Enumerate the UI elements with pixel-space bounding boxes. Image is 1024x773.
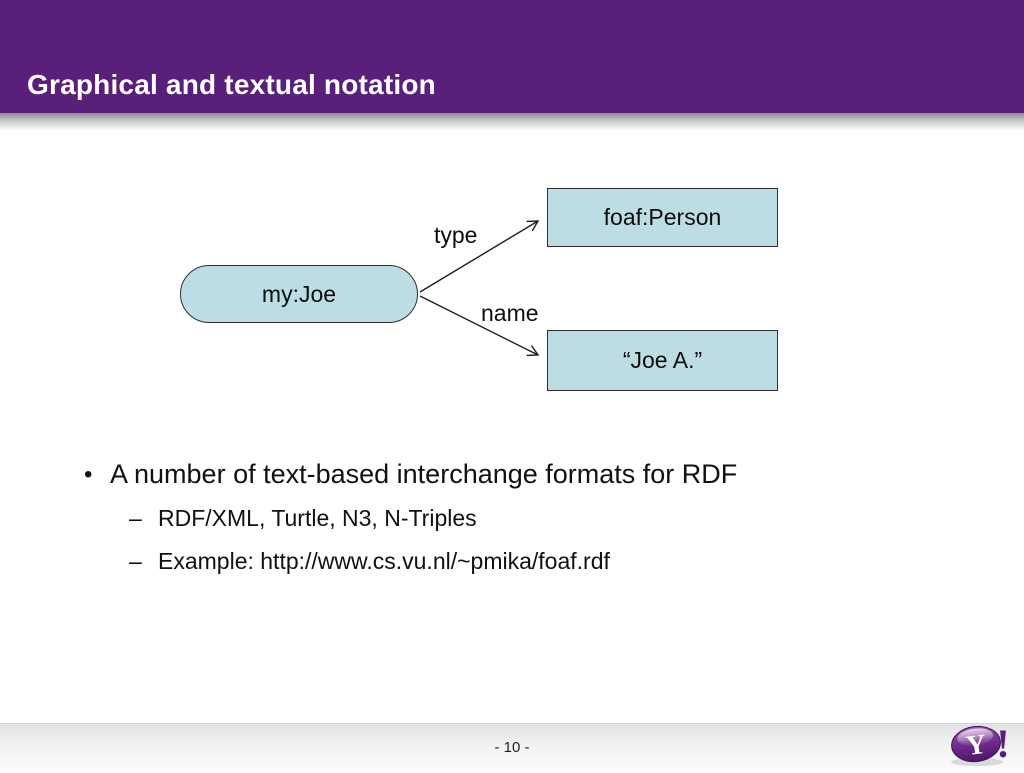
subject-node-my-joe: my:Joe (180, 265, 418, 323)
bullet-sub-example-text: Example: http://www.cs.vu.nl/~pmika/foaf… (158, 548, 610, 574)
dash-marker: – (129, 505, 142, 531)
literal-node-label: “Joe A.” (622, 347, 703, 373)
name-edge-label: name (481, 300, 539, 326)
bullet-marker: • (84, 461, 93, 488)
bullet-item-sub-formats: – RDF/XML, Turtle, N3, N-Triples (129, 505, 477, 532)
subject-node-label: my:Joe (261, 280, 337, 307)
yahoo-logo-icon: Y ! (945, 713, 1020, 768)
bullet-item-main: • A number of text-based interchange for… (84, 459, 737, 490)
slide-footer-bar: - 10 - (0, 723, 1024, 769)
bullet-sub-formats-text: RDF/XML, Turtle, N3, N-Triples (158, 505, 477, 531)
dash-marker: – (129, 548, 142, 574)
rdf-graph-diagram: my:Joe foaf:Person “Joe A.” type name (0, 131, 1024, 431)
literal-node-joe-a: “Joe A.” (547, 330, 778, 391)
diagram-edges (419, 220, 540, 357)
class-node-foaf-person: foaf:Person (547, 188, 778, 247)
bullet-item-sub-example: – Example: http://www.cs.vu.nl/~pmika/fo… (129, 548, 610, 575)
slide-title: Graphical and textual notation (27, 69, 436, 100)
yahoo-logo-svg: Y ! (951, 721, 1010, 766)
bullet-main-text: A number of text-based interchange forma… (110, 459, 738, 489)
class-node-label: foaf:Person (603, 204, 722, 230)
header-shadow-divider (0, 113, 1024, 131)
slide-header-bar: Graphical and textual notation (0, 0, 1024, 113)
logo-y-glyph: Y (964, 729, 988, 762)
type-edge-label: type (434, 222, 478, 248)
page-number: - 10 - (494, 739, 530, 756)
logo-exclamation-glyph: ! (996, 721, 1009, 766)
